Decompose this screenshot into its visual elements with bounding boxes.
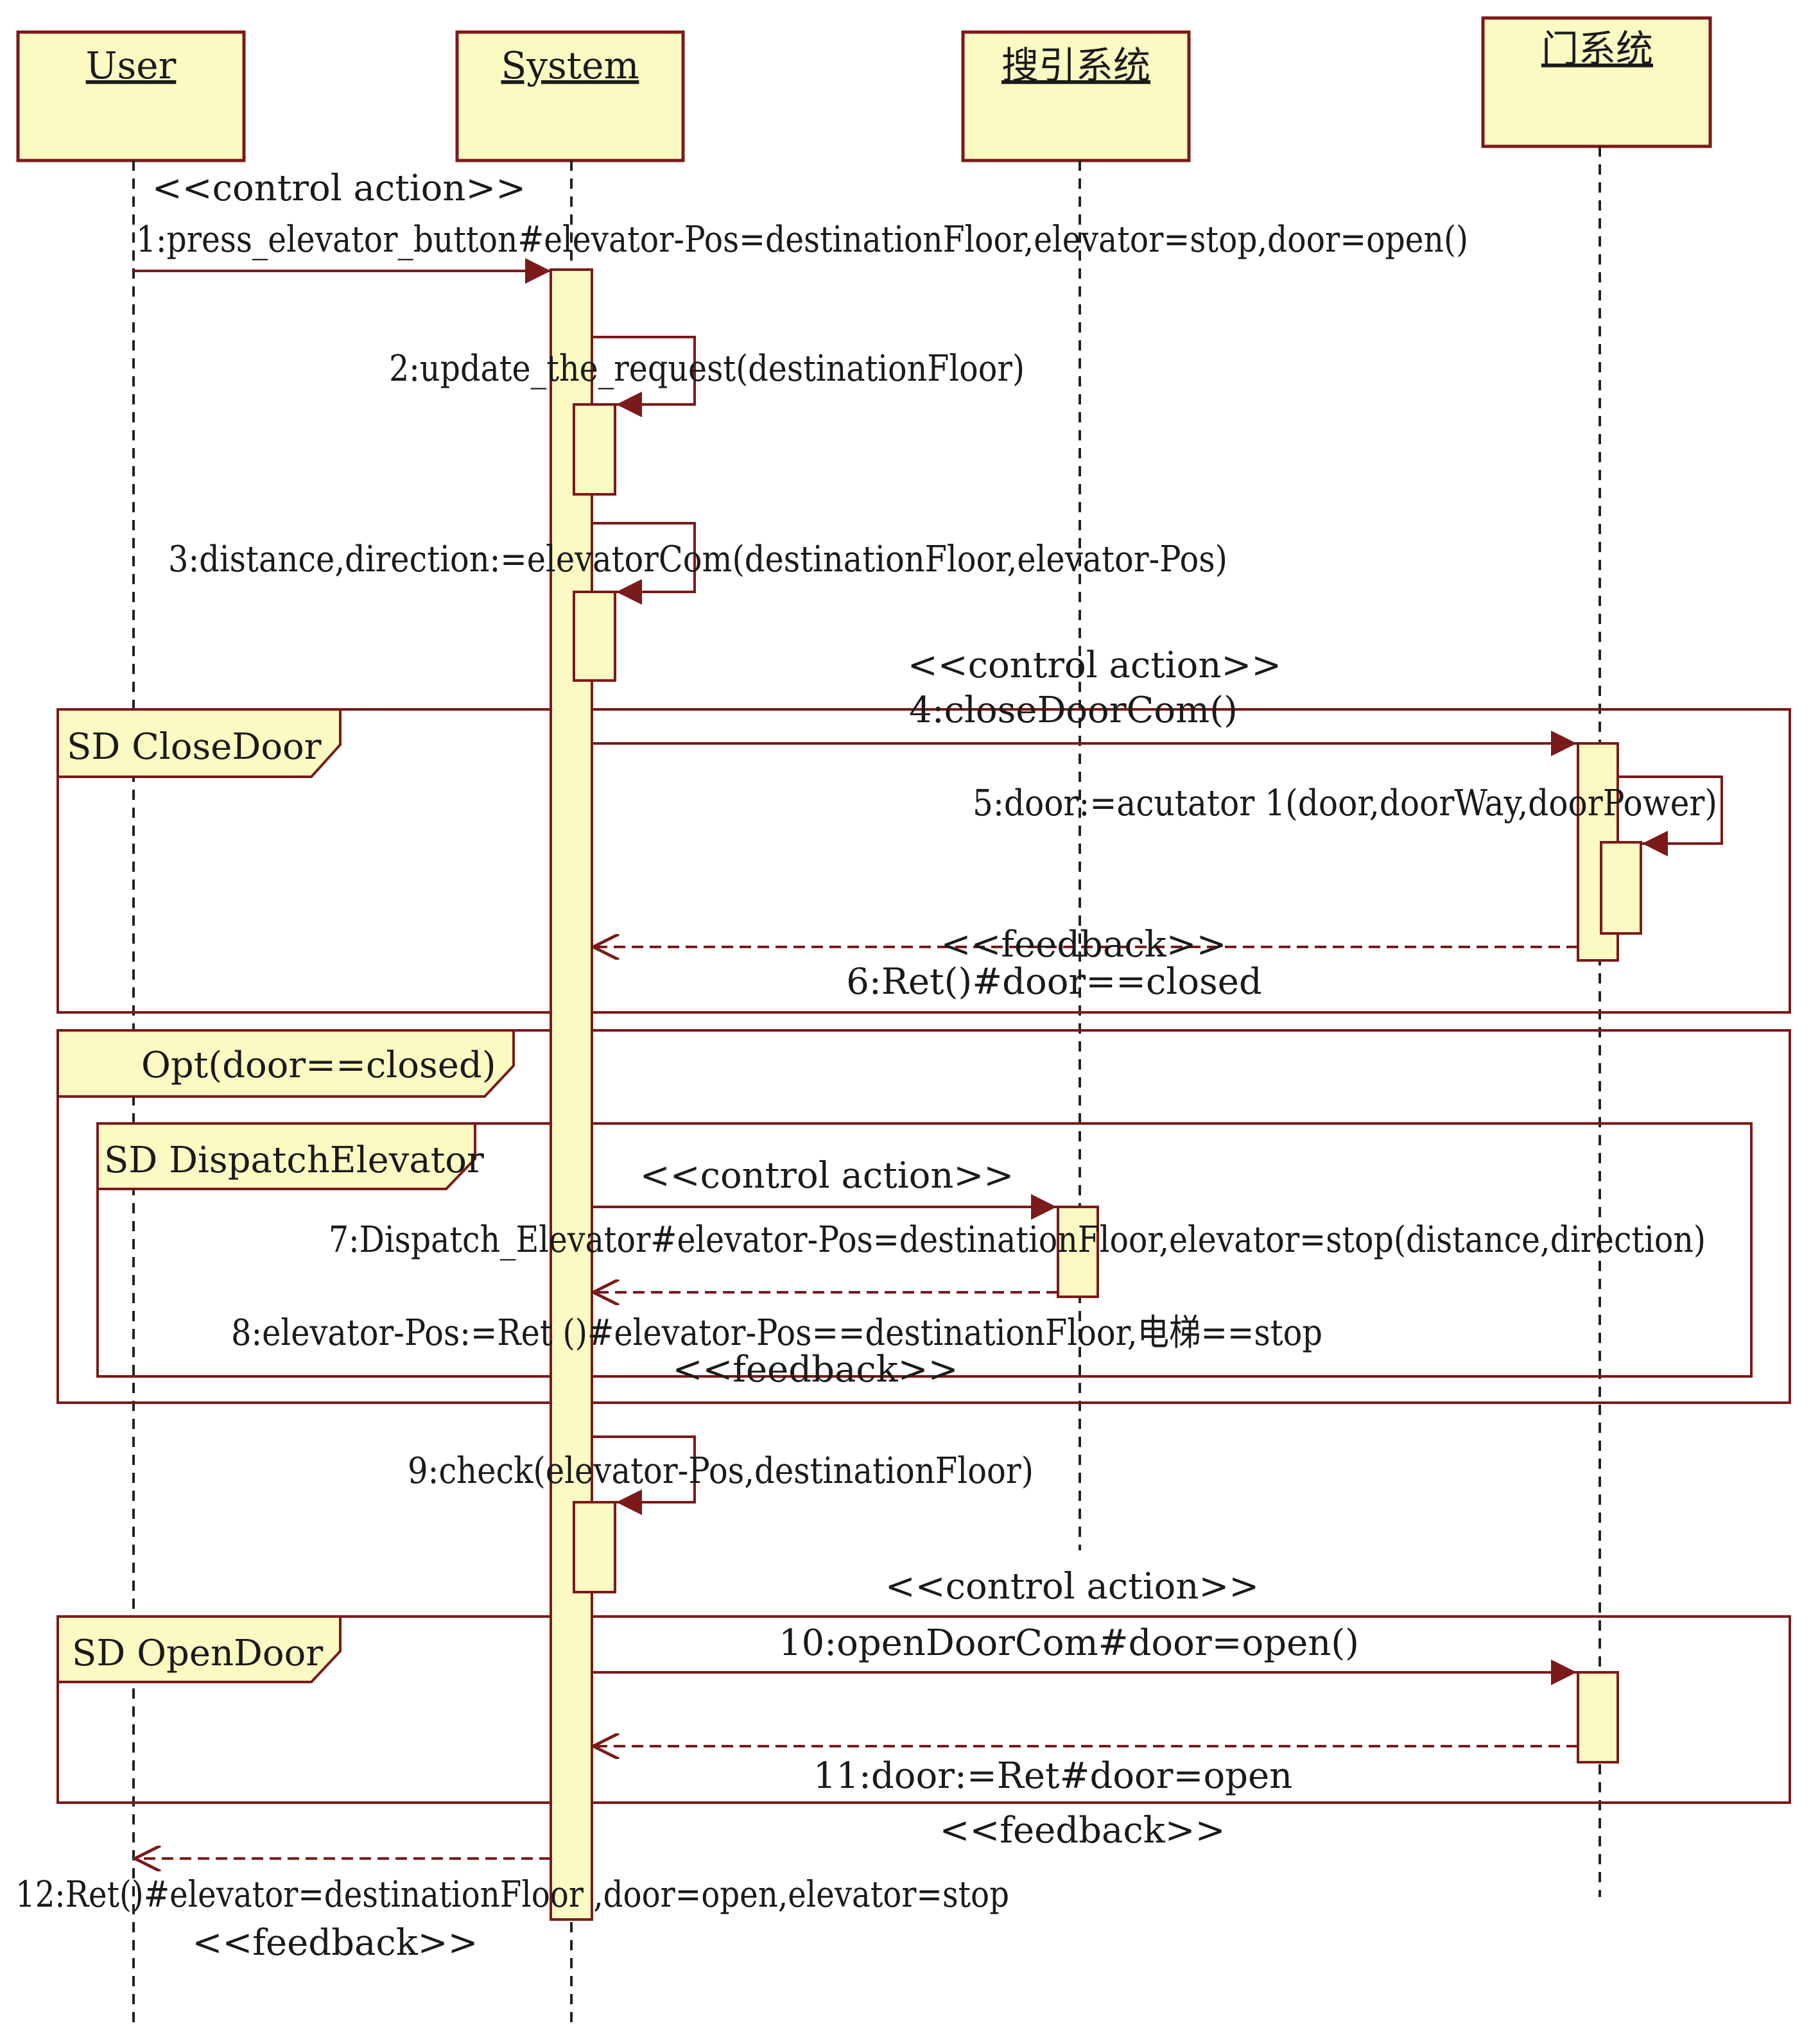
lifeline-dispatch-system: 搜引系统 bbox=[961, 30, 1191, 1550]
msg-9-label: 9:check(elevator-Pos,destinationFloor) bbox=[408, 1450, 1034, 1492]
arrow-msg-2 bbox=[592, 336, 696, 417]
msg-4-stereotype: <<control action>> bbox=[908, 645, 1281, 686]
frame-dispatch-elevator-label: SD DispatchElevator bbox=[104, 1140, 484, 1181]
activation-door-5 bbox=[1600, 841, 1642, 935]
activation-system-main bbox=[550, 268, 593, 1921]
msg-5-label: 5:door:=acutator 1(door,doorWay,doorPowe… bbox=[973, 783, 1717, 824]
msg-6-label: 6:Ret()#door==closed bbox=[846, 961, 1262, 1003]
lifeline-dispatch-system-name: 搜引系统 bbox=[1001, 44, 1150, 87]
msg-10-label: 10:openDoorCom#door=open() bbox=[779, 1622, 1359, 1664]
msg-7-stereotype: <<control action>> bbox=[640, 1155, 1014, 1197]
activation-system-2 bbox=[573, 403, 616, 496]
msg-3-label: 3:distance,direction:=elevatorCom(destin… bbox=[168, 539, 1227, 580]
msg-2-label: 2:update_the_request(destinationFloor) bbox=[389, 348, 1025, 390]
frame-opt: Opt(door==closed) bbox=[56, 1029, 1791, 1404]
lifeline-user-name: User bbox=[86, 44, 177, 87]
msg-12-stereotype: <<feedback>> bbox=[192, 1922, 478, 1964]
frame-close-door: SD CloseDoor bbox=[56, 708, 1791, 1014]
message-labels: <<control action>> 1:press_elevator_butt… bbox=[15, 168, 1717, 1964]
msg-1-label: 1:press_elevator_button#elevator-Pos=des… bbox=[136, 219, 1468, 261]
activations bbox=[550, 268, 1642, 1921]
lifeline-door-system: 门系统 bbox=[1481, 16, 1712, 1897]
msg-1-stereotype: <<control action>> bbox=[152, 168, 526, 209]
activation-dispatch-7 bbox=[1057, 1206, 1099, 1298]
msg-8-stereotype: <<feedback>> bbox=[672, 1349, 958, 1391]
msg-10-stereotype: <<control action>> bbox=[885, 1566, 1259, 1608]
msg-6-stereotype: <<feedback>> bbox=[940, 924, 1226, 966]
frame-close-door-label: SD CloseDoor bbox=[67, 726, 322, 768]
arrow-msg-5 bbox=[1618, 776, 1723, 856]
msg-11-stereotype: <<feedback>> bbox=[939, 1810, 1225, 1851]
lifeline-system-name: System bbox=[501, 44, 639, 87]
msg-8-label: 8:elevator-Pos:=Ret ()#elevator-Pos==des… bbox=[231, 1312, 1322, 1354]
msg-11-label: 11:door:=Ret#door=open bbox=[813, 1755, 1292, 1797]
msg-12-label: 12:Ret()#elevator=destinationFloor ,door… bbox=[15, 1874, 1009, 1916]
message-arrows bbox=[134, 258, 1723, 1859]
activation-system-3 bbox=[573, 591, 616, 682]
lifeline-door-system-name: 门系统 bbox=[1541, 27, 1653, 71]
msg-4-label: 4:closeDoorCom() bbox=[909, 689, 1238, 731]
frame-dispatch-elevator: SD DispatchElevator bbox=[96, 1122, 1753, 1378]
lifeline-user: User bbox=[16, 30, 246, 2022]
frame-open-door: SD OpenDoor bbox=[56, 1615, 1791, 1804]
frame-open-door-label: SD OpenDoor bbox=[72, 1633, 323, 1674]
arrow-msg-3 bbox=[592, 522, 696, 605]
frame-opt-label: Opt(door==closed) bbox=[141, 1044, 496, 1086]
arrow-msg-9 bbox=[592, 1435, 696, 1515]
msg-7-label: 7:Dispatch_Elevator#elevator-Pos=destina… bbox=[329, 1219, 1706, 1261]
activation-door-10 bbox=[1577, 1671, 1619, 1764]
activation-system-9 bbox=[573, 1501, 616, 1593]
